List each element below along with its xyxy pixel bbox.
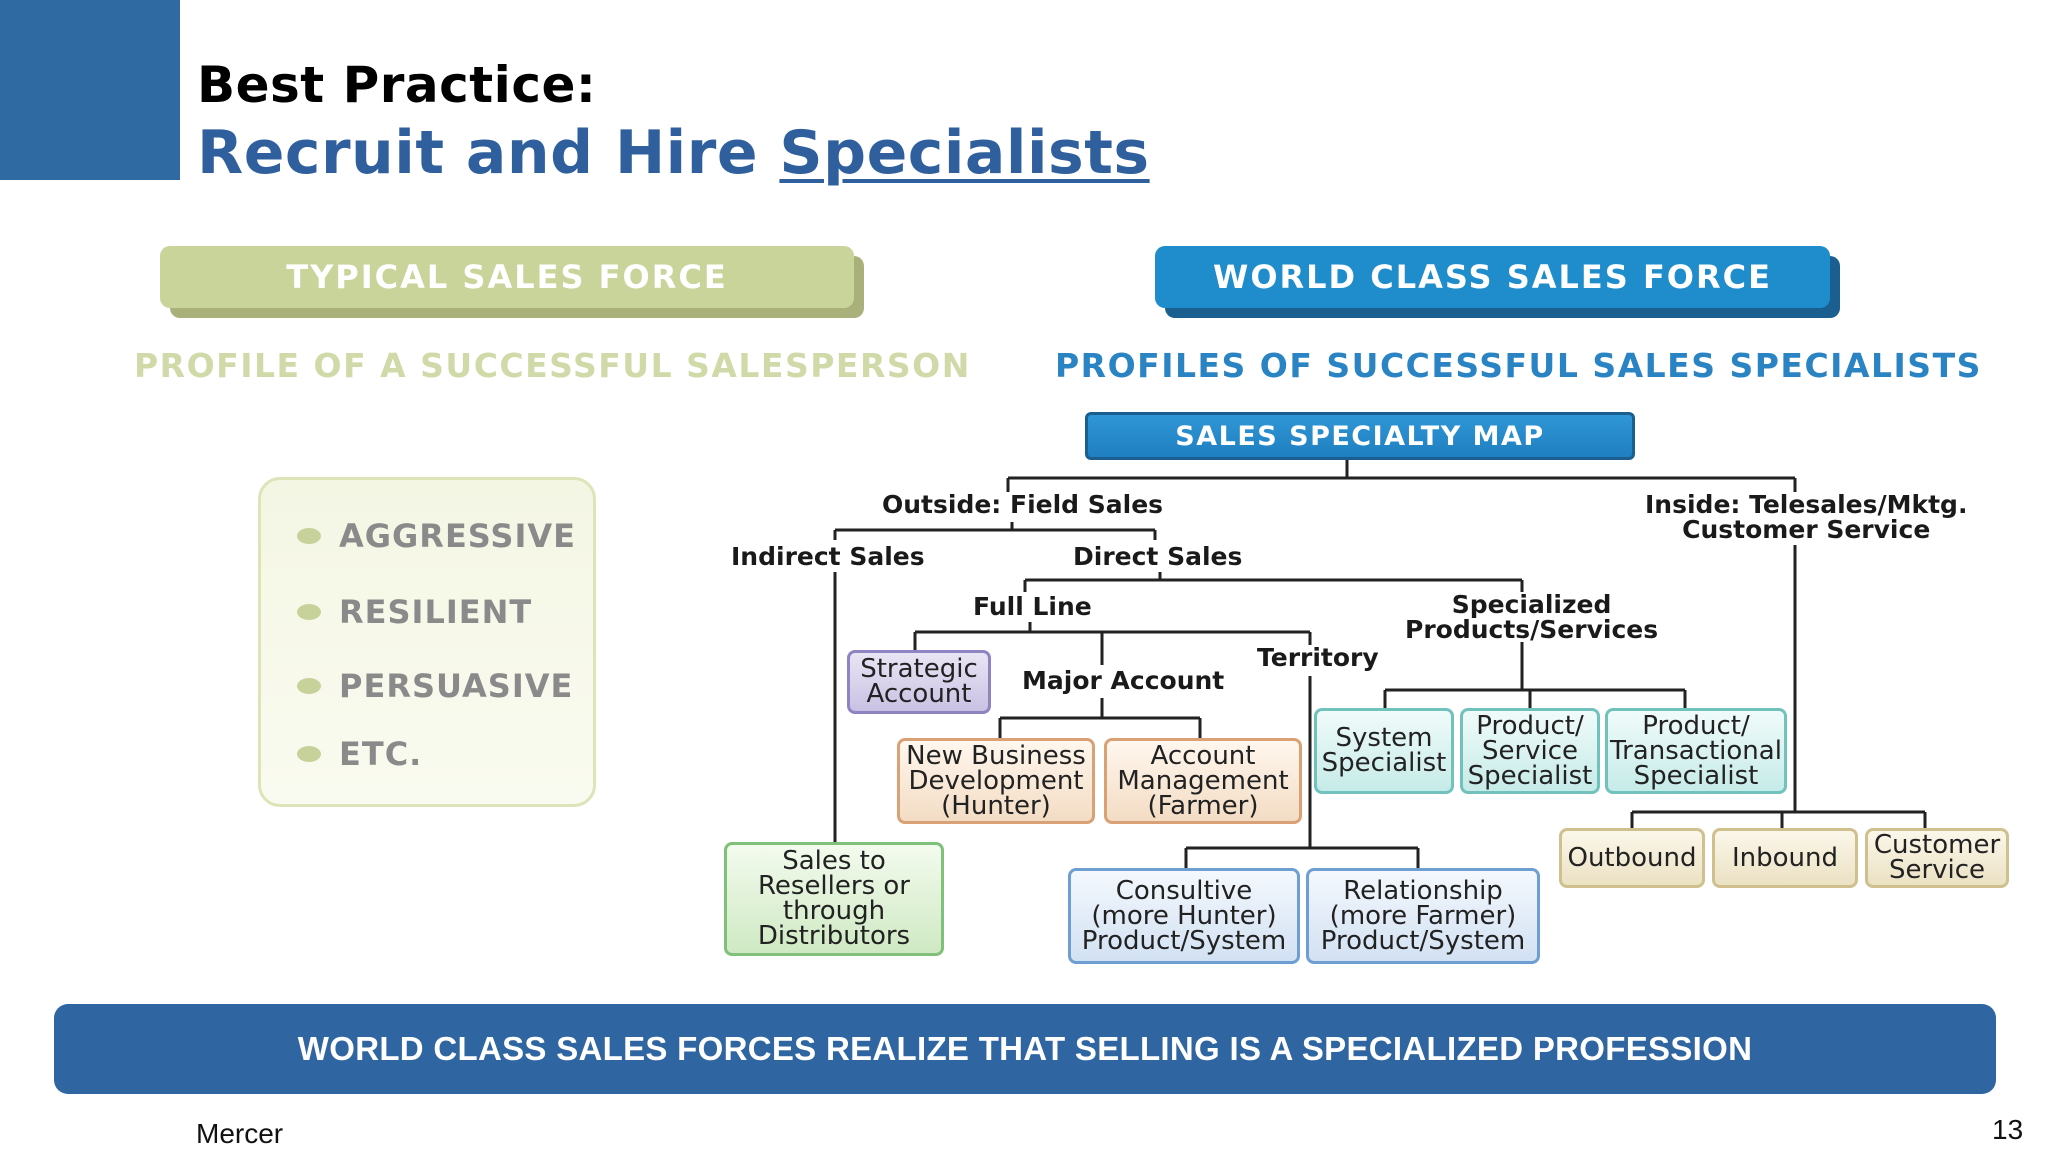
bullet-icon <box>297 528 321 544</box>
node-outbound: Outbound <box>1559 828 1705 888</box>
trait-label: PERSUASIVE <box>339 667 574 705</box>
label-specialized: Specialized Products/Services <box>1405 590 1659 644</box>
node-consultive: Consultive (more Hunter) Product/System <box>1068 868 1300 964</box>
trait-item: PERSUASIVE <box>297 667 573 705</box>
node-customer-service: Customer Service <box>1865 828 2009 888</box>
trait-label: RESILIENT <box>339 593 533 631</box>
node-product-service-specialist: Product/ Service Specialist <box>1460 708 1600 794</box>
bullet-icon <box>297 678 321 694</box>
node-new-business: New Business Development (Hunter) <box>897 738 1095 824</box>
label-indirect: Indirect Sales <box>731 542 925 571</box>
label-major-account: Major Account <box>1022 666 1225 695</box>
node-inbound: Inbound <box>1712 828 1858 888</box>
typical-header: TYPICAL SALES FORCE <box>160 246 854 308</box>
label-territory: Territory <box>1257 643 1379 672</box>
title-prefix: Recruit and Hire <box>197 118 780 188</box>
node-relationship: Relationship (more Farmer) Product/Syste… <box>1306 868 1540 964</box>
bullet-icon <box>297 604 321 620</box>
trait-item: AGGRESSIVE <box>297 517 576 555</box>
trait-label: AGGRESSIVE <box>339 517 576 555</box>
trait-item: RESILIENT <box>297 593 532 631</box>
bottom-banner: WORLD CLASS SALES FORCES REALIZE THAT SE… <box>54 1004 1996 1094</box>
page-number: 13 <box>1992 1114 2024 1145</box>
node-strategic-account: Strategic Account <box>847 650 991 714</box>
label-inside: Inside: Telesales/Mktg. Customer Service <box>1645 490 1968 544</box>
node-account-management: Account Management (Farmer) <box>1104 738 1302 824</box>
node-product-transactional-specialist: Product/ Transactional Specialist <box>1605 708 1787 794</box>
footer-company: Mercer <box>196 1118 284 1149</box>
traits-box: AGGRESSIVE RESILIENT PERSUASIVE ETC. <box>258 477 596 807</box>
trait-item: ETC. <box>297 735 422 773</box>
typical-subheader: PROFILE OF A SUCCESSFUL SALESPERSON <box>134 346 971 385</box>
node-system-specialist: System Specialist <box>1314 708 1454 794</box>
world-subheader: PROFILES OF SUCCESSFUL SALES SPECIALISTS <box>1055 346 1982 385</box>
label-outside: Outside: Field Sales <box>882 490 1164 519</box>
label-direct: Direct Sales <box>1073 542 1243 571</box>
world-header: WORLD CLASS SALES FORCE <box>1155 246 1830 308</box>
title-emphasis: Specialists <box>779 118 1150 188</box>
node-resellers: Sales to Resellers or through Distributo… <box>724 842 944 956</box>
corner-accent <box>0 0 180 180</box>
bullet-icon <box>297 746 321 762</box>
trait-label: ETC. <box>339 735 423 773</box>
map-title: SALES SPECIALTY MAP <box>1085 412 1635 460</box>
title-line-1: Best Practice: <box>197 56 597 114</box>
label-full-line: Full Line <box>973 592 1092 621</box>
title-line-2: Recruit and Hire Specialists <box>197 118 1150 188</box>
